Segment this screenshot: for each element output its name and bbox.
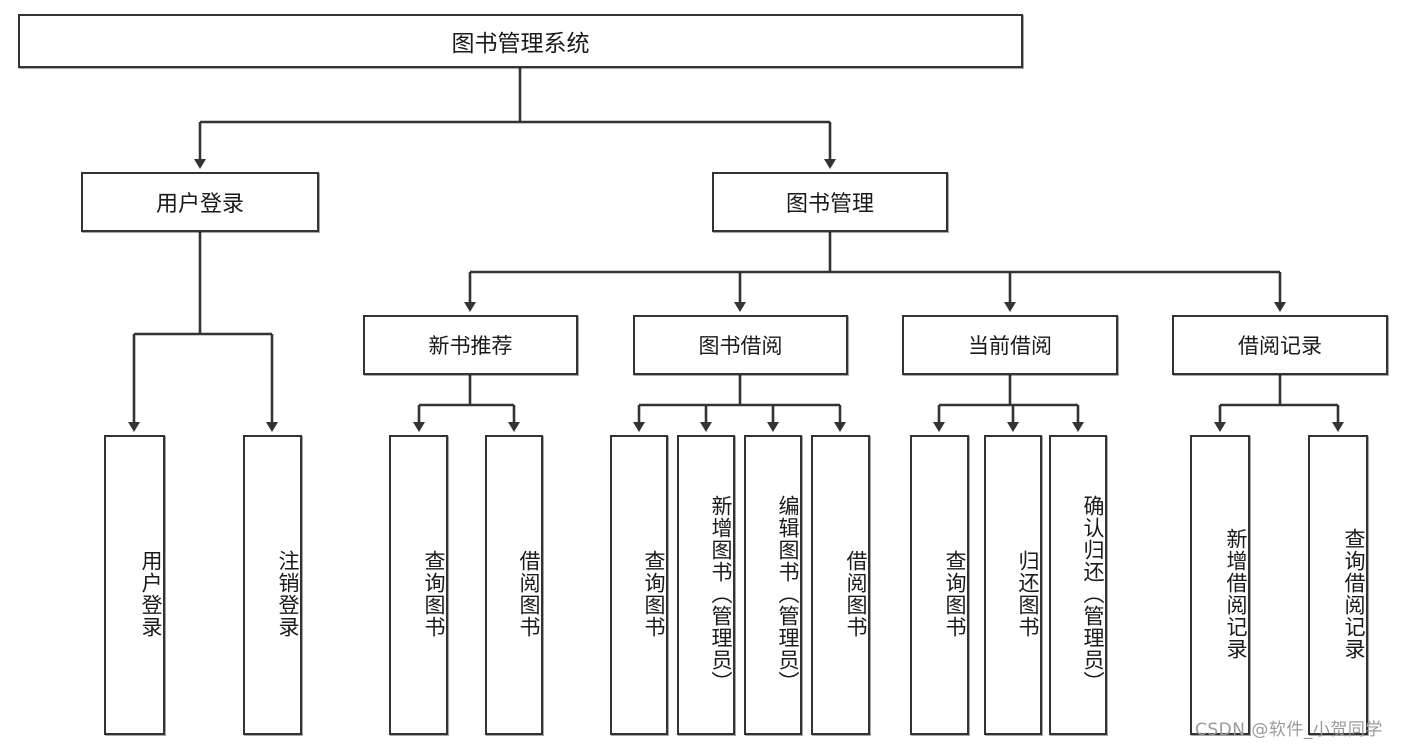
leaf-query-book-borrow[interactable]: 查询图书 — [610, 435, 668, 735]
node-book-management[interactable]: 图书管理 — [712, 172, 948, 232]
leaf-borrow-book-recommend[interactable]: 借阅图书 — [485, 435, 543, 735]
node-borrow-record[interactable]: 借阅记录 — [1172, 315, 1388, 375]
leaf-query-book-current[interactable]: 查询图书 — [910, 435, 969, 735]
leaf-label: 新增借阅记录 — [1224, 528, 1248, 660]
node-user-login-label: 用户登录 — [155, 192, 244, 217]
node-current-borrow[interactable]: 当前借阅 — [902, 315, 1118, 375]
node-user-login[interactable]: 用户登录 — [81, 172, 319, 232]
leaf-edit-book-admin[interactable]: 编辑图书（管理员） — [744, 435, 802, 735]
leaf-borrow-book[interactable]: 借阅图书 — [811, 435, 870, 735]
node-book-borrow-label: 图书借阅 — [698, 334, 783, 358]
watermark: CSDN @软件_小贺同学 — [1195, 720, 1383, 740]
leaf-logout[interactable]: 注销登录 — [243, 435, 302, 735]
leaf-query-book-recommend[interactable]: 查询图书 — [389, 435, 448, 735]
leaf-confirm-return-admin[interactable]: 确认归还（管理员） — [1049, 435, 1107, 735]
leaf-label: 用户登录 — [139, 550, 163, 638]
node-borrow-record-label: 借阅记录 — [1238, 334, 1322, 358]
node-root[interactable]: 图书管理系统 — [18, 14, 1023, 68]
node-new-book-recommend-label: 新书推荐 — [428, 334, 513, 358]
node-root-label: 图书管理系统 — [451, 31, 590, 57]
leaf-label: 借阅图书 — [517, 550, 541, 638]
leaf-query-borrow-record[interactable]: 查询借阅记录 — [1308, 435, 1368, 735]
leaf-label: 查询图书 — [642, 550, 666, 638]
leaf-user-login[interactable]: 用户登录 — [104, 435, 165, 735]
leaf-label: 查询图书 — [943, 550, 967, 638]
leaf-label: 注销登录 — [276, 550, 300, 638]
node-book-management-label: 图书管理 — [785, 192, 874, 217]
leaf-label: 编辑图书（管理员） — [776, 495, 800, 693]
leaf-add-borrow-record[interactable]: 新增借阅记录 — [1190, 435, 1250, 735]
node-new-book-recommend[interactable]: 新书推荐 — [363, 315, 578, 375]
leaf-label: 查询图书 — [422, 550, 446, 638]
node-book-borrow[interactable]: 图书借阅 — [633, 315, 848, 375]
leaf-return-book[interactable]: 归还图书 — [984, 435, 1042, 735]
leaf-label: 归还图书 — [1016, 550, 1040, 638]
node-current-borrow-label: 当前借阅 — [968, 334, 1052, 358]
leaf-label: 借阅图书 — [844, 550, 868, 638]
leaf-label: 确认归还（管理员） — [1081, 495, 1105, 693]
leaf-label: 新增图书（管理员） — [709, 495, 733, 693]
leaf-add-book-admin[interactable]: 新增图书（管理员） — [677, 435, 735, 735]
leaf-label: 查询借阅记录 — [1342, 528, 1366, 660]
